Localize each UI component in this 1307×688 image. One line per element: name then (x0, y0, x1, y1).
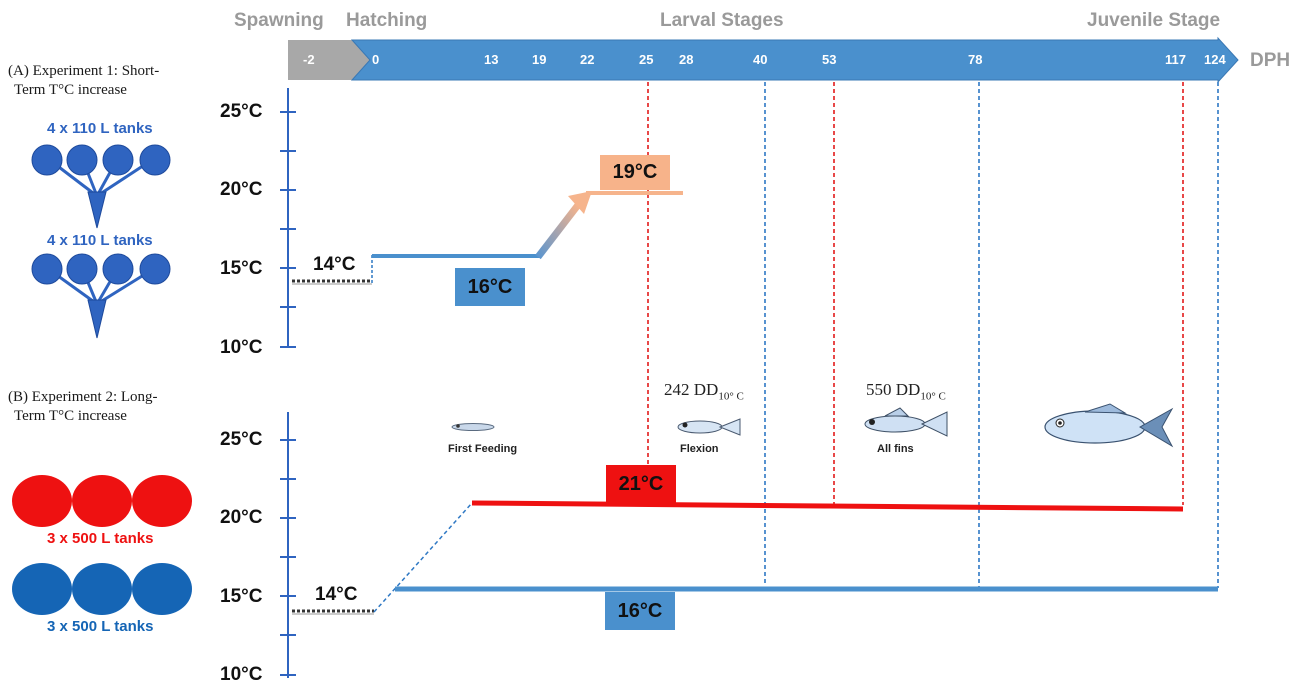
exp-b-control-temp: 16°C (617, 599, 663, 622)
exp-b-control-temp-box: 16°C (605, 592, 675, 630)
stage-guide-lines (647, 82, 1219, 588)
tick-prehatch: -2 (303, 52, 315, 67)
tanks-b-blue (12, 563, 192, 615)
stage-hatching: Hatching (346, 10, 428, 31)
degree-days-242-sub: 10° C (718, 390, 744, 403)
exp-a-control-temp: 16°C (467, 275, 513, 298)
tick-19: 19 (532, 52, 547, 67)
degree-days-242: 242 DD10° C (664, 380, 744, 402)
exp-a-raised-temp: 19°C (612, 161, 658, 183)
exp-b-tanks-blue-label: 3 x 500 L tanks (47, 618, 154, 635)
exp-a-tanks-bottom-label: 4 x 110 L tanks (47, 232, 153, 249)
tick-40: 40 (753, 52, 768, 67)
tanks-a-bottom (31, 253, 171, 339)
tick-117: 117 (1165, 52, 1186, 67)
exp-a-raised-temp-box: 19°C (600, 155, 670, 190)
stage-larval: Larval Stages (660, 10, 784, 31)
tick-22: 22 (580, 52, 595, 67)
all-fins-larva-icon (864, 407, 948, 437)
juvenile-fish-icon (1044, 403, 1174, 448)
exp-a-title-line1: (A) Experiment 1: Short- (8, 63, 160, 79)
exp-b-start-temp: 14°C (315, 584, 358, 605)
axis-a-tick-20: 20°C (220, 179, 263, 200)
axis-b (280, 412, 296, 678)
all-fins-label: All fins (877, 443, 914, 455)
tick-78: 78 (968, 52, 983, 67)
degree-days-550-value: 550 DD (866, 380, 921, 399)
exp-b-title-line2: Term T°C increase (14, 408, 127, 424)
exp-b-tanks-red-label: 3 x 500 L tanks (47, 530, 154, 547)
axis-b-tick-25: 25°C (220, 429, 263, 450)
first-feeding-label: First Feeding (448, 443, 518, 455)
tick-0: 0 (372, 52, 380, 67)
tick-13: 13 (484, 52, 499, 67)
axis-b-tick-10: 10°C (220, 664, 263, 685)
tanks-a-top (31, 144, 171, 229)
exp-a-title-line2: Term T°C increase (14, 82, 127, 98)
exp-b-high-temp: 21°C (618, 472, 664, 495)
axis-a-tick-25: 25°C (220, 101, 263, 122)
tick-124: 124 (1204, 52, 1226, 67)
degree-days-242-value: 242 DD (664, 380, 719, 399)
axis-a-tick-10: 10°C (220, 337, 263, 358)
tick-28: 28 (679, 52, 694, 67)
axis-b-tick-15: 15°C (220, 586, 263, 607)
flexion-larva-icon (677, 418, 741, 436)
tick-25: 25 (639, 52, 654, 67)
axis-a-tick-15: 15°C (220, 258, 263, 279)
stage-spawning: Spawning (234, 10, 324, 31)
timeline-unit: DPH (1250, 50, 1291, 71)
degree-days-550-sub: 10° C (920, 390, 946, 403)
timeline-arrow (288, 36, 1239, 84)
exp-b-high-temp-box: 21°C (606, 465, 676, 503)
degree-days-550: 550 DD10° C (866, 380, 946, 402)
tick-53: 53 (822, 52, 837, 67)
axis-b-tick-20: 20°C (220, 507, 263, 528)
exp-b-lines (292, 500, 1218, 615)
exp-a-start-temp: 14°C (313, 254, 356, 275)
flexion-label: Flexion (680, 443, 719, 455)
exp-a-lines (292, 191, 683, 285)
axis-a (280, 88, 296, 348)
stage-juvenile: Juvenile Stage (1087, 10, 1221, 31)
exp-b-title-line1: (B) Experiment 2: Long- (8, 389, 158, 405)
first-feeding-larva-icon (451, 423, 495, 431)
exp-a-tanks-top-label: 4 x 110 L tanks (47, 120, 153, 137)
tanks-b-red (12, 475, 192, 527)
exp-a-control-temp-box: 16°C (455, 268, 525, 306)
